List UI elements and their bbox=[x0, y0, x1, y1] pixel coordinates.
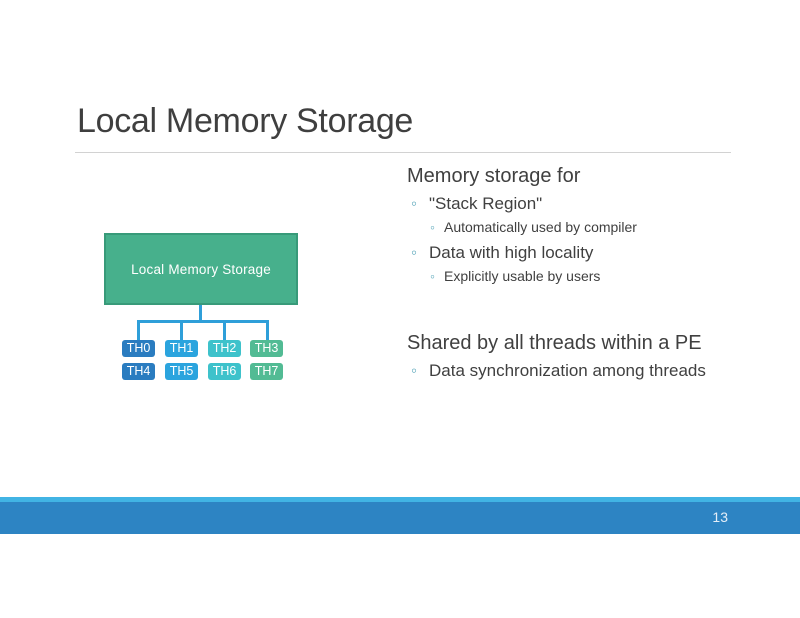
bullet-item: Automatically used by compiler bbox=[407, 216, 797, 239]
connector-drop bbox=[223, 320, 226, 340]
thread-box-th6: TH6 bbox=[208, 363, 241, 380]
content-text: Memory storage for "Stack Region" Automa… bbox=[407, 163, 797, 383]
bullet-item-text: "Stack Region" bbox=[429, 194, 543, 213]
thread-box-th3: TH3 bbox=[250, 340, 283, 357]
memory-storage-block: Memory storage for "Stack Region" Automa… bbox=[407, 163, 797, 288]
bullet-item: "Stack Region" bbox=[407, 191, 797, 216]
thread-box-th0: TH0 bbox=[122, 340, 155, 357]
block-heading: Memory storage for bbox=[407, 165, 581, 187]
thread-box-th4: TH4 bbox=[122, 363, 155, 380]
connector-horizontal bbox=[137, 320, 269, 323]
footer-accent-stripe bbox=[0, 497, 800, 502]
connector-drop bbox=[180, 320, 183, 340]
memory-box-label: Local Memory Storage bbox=[131, 261, 271, 277]
connector-stem bbox=[199, 305, 202, 322]
local-memory-storage-box: Local Memory Storage bbox=[104, 233, 298, 305]
thread-box-th2: TH2 bbox=[208, 340, 241, 357]
shared-threads-block: Shared by all threads within a PE Data s… bbox=[407, 330, 797, 383]
page-title: Local Memory Storage bbox=[77, 102, 414, 140]
bullet-item-text: Data with high locality bbox=[429, 243, 594, 262]
connector-drop bbox=[137, 320, 140, 340]
circle-bullet-icon bbox=[411, 191, 429, 216]
bullet-item-text: Automatically used by compiler bbox=[444, 219, 637, 235]
thread-box-th1: TH1 bbox=[165, 340, 198, 357]
circle-bullet-icon bbox=[430, 265, 444, 288]
thread-box-th5: TH5 bbox=[165, 363, 198, 380]
footer-bar bbox=[0, 502, 800, 534]
circle-bullet-icon bbox=[411, 240, 429, 265]
circle-bullet-icon bbox=[430, 216, 444, 239]
connector-drop bbox=[266, 320, 269, 340]
bullet-item: Data with high locality bbox=[407, 240, 797, 265]
bullet-item-text: Data synchronization among threads bbox=[429, 361, 706, 380]
block-heading: Shared by all threads within a PE bbox=[407, 332, 702, 354]
thread-box-th7: TH7 bbox=[250, 363, 283, 380]
circle-bullet-icon bbox=[411, 358, 429, 383]
page-number: 13 bbox=[712, 509, 728, 525]
title-divider bbox=[75, 152, 731, 153]
bullet-item: Data synchronization among threads bbox=[407, 358, 797, 383]
bullet-item: Explicitly usable by users bbox=[407, 265, 797, 288]
bullet-item-text: Explicitly usable by users bbox=[444, 268, 601, 284]
